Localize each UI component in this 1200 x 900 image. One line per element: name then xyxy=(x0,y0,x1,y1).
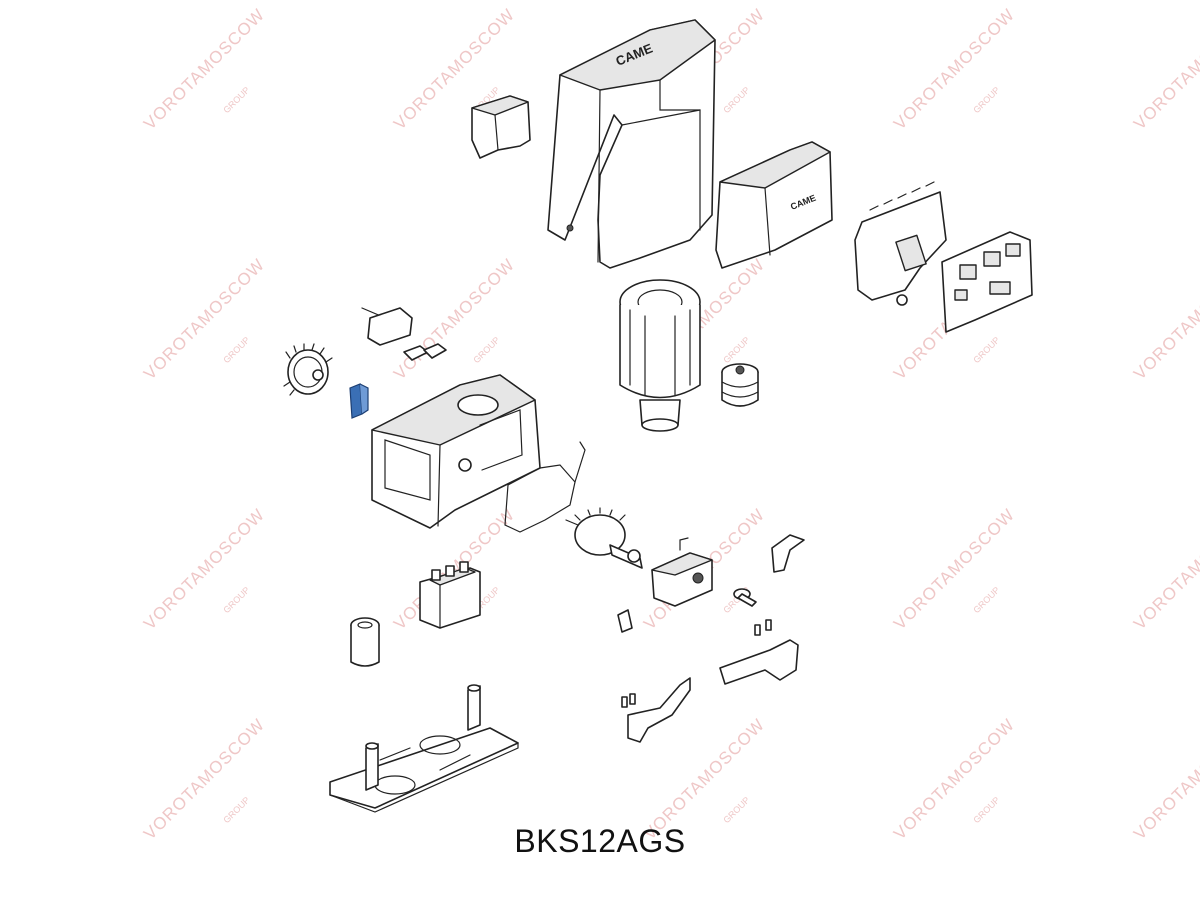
worm-coupling xyxy=(721,363,759,407)
main-cover: CAME xyxy=(547,19,716,269)
microswitch-lever-right xyxy=(719,639,799,685)
coupling-sleeve xyxy=(350,617,380,667)
gasket xyxy=(504,441,586,533)
side-cover: CAME xyxy=(715,141,833,269)
foundation-plate xyxy=(329,684,519,813)
limit-bracket xyxy=(361,307,447,361)
limit-switch-box xyxy=(651,537,713,607)
motor-stator xyxy=(619,279,701,432)
highlighted-clip xyxy=(349,383,369,419)
release-key xyxy=(771,534,805,573)
control-board-bracket xyxy=(854,181,947,306)
end-cap xyxy=(471,95,531,159)
model-label: BKS12AGS xyxy=(514,823,686,859)
pins xyxy=(754,619,772,636)
small-screw xyxy=(733,588,757,607)
pinion-gear xyxy=(283,343,333,396)
electronic-board xyxy=(941,231,1033,333)
worm-gear-assembly xyxy=(565,507,643,569)
microswitch-lever-left xyxy=(621,677,691,743)
small-connector xyxy=(617,609,633,633)
transformer xyxy=(419,561,481,629)
gearbox-housing xyxy=(371,374,541,529)
